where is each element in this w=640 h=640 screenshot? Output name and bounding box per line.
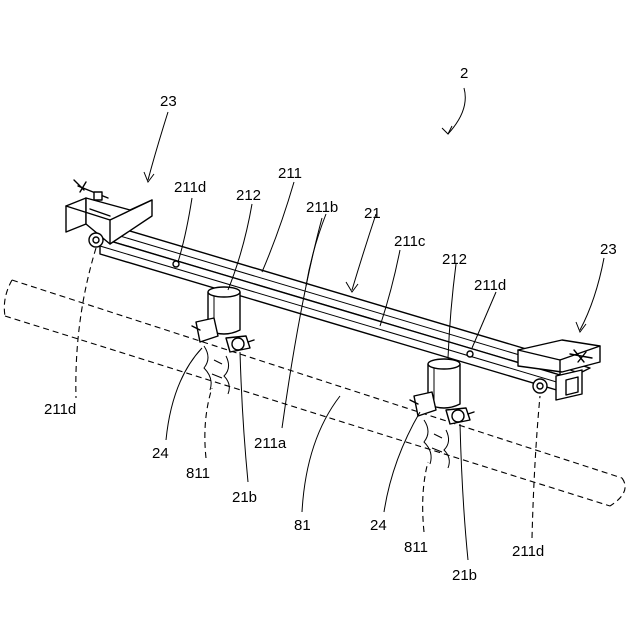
label-hole-right-top: 211d bbox=[474, 277, 506, 294]
label-bar: 21 bbox=[364, 205, 381, 222]
label-bolt-right: 21b bbox=[452, 567, 477, 584]
label-hole-left-bottom: 211d bbox=[44, 401, 76, 418]
label-post-left: 212 bbox=[236, 187, 261, 204]
label-beam-face-a: 211a bbox=[254, 435, 287, 452]
label-clamp-right: 24 bbox=[370, 517, 387, 534]
label-pipe: 81 bbox=[294, 517, 311, 534]
reference-labels: 2 23 23 211d 212 211 211b 21 211c 212 21… bbox=[44, 65, 617, 584]
beam bbox=[100, 228, 590, 394]
label-post-right: 212 bbox=[442, 251, 467, 268]
label-hole-right-bottom: 211d bbox=[512, 543, 544, 560]
label-beam: 211 bbox=[278, 165, 302, 182]
label-clamp-left: 24 bbox=[152, 445, 169, 462]
label-groove-right: 811 bbox=[404, 539, 428, 556]
label-assembly: 2 bbox=[460, 65, 468, 82]
label-groove-left: 811 bbox=[186, 465, 210, 482]
label-end-left: 23 bbox=[160, 93, 177, 110]
label-beam-face-b: 211b bbox=[306, 199, 338, 216]
label-bolt-left: 21b bbox=[232, 489, 257, 506]
label-beam-face-c: 211c bbox=[394, 233, 426, 250]
label-hole-left-top: 211d bbox=[174, 179, 206, 196]
label-end-right: 23 bbox=[600, 241, 617, 258]
